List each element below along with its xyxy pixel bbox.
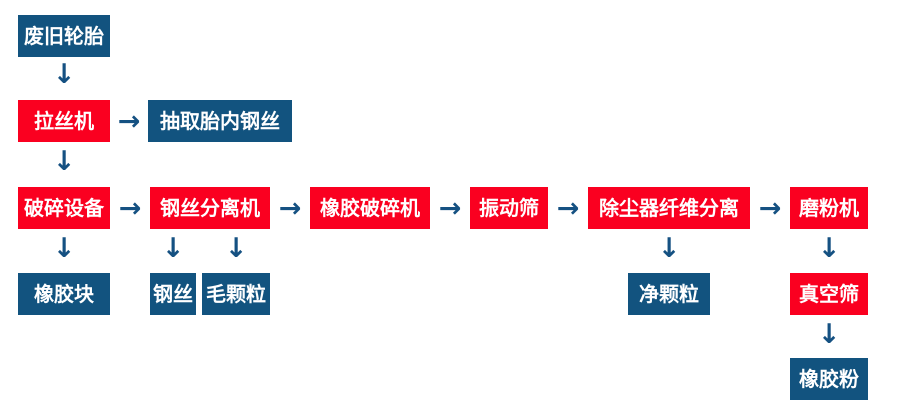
arrow-down-icon: ↓ xyxy=(817,232,841,264)
flow-node-n13[interactable]: 净颗粒 xyxy=(628,273,710,315)
arrow-down-icon: ↓ xyxy=(161,232,185,264)
arrow-right-icon: → xyxy=(118,192,142,224)
flow-node-n7[interactable]: 振动筛 xyxy=(470,187,548,229)
arrow-right-icon: → xyxy=(117,105,141,137)
flow-node-n15[interactable]: 橡胶粉 xyxy=(790,358,868,400)
flow-node-n4[interactable]: 破碎设备 xyxy=(18,187,110,229)
flow-node-n1[interactable]: 废旧轮胎 xyxy=(18,15,110,57)
flow-node-n11[interactable]: 钢丝 xyxy=(150,273,196,315)
arrow-right-icon: → xyxy=(278,192,302,224)
arrow-down-icon: ↓ xyxy=(52,232,76,264)
flow-node-n8[interactable]: 除尘器纤维分离 xyxy=(588,187,750,229)
flow-node-n2[interactable]: 拉丝机 xyxy=(18,100,110,142)
flow-node-n6[interactable]: 橡胶破碎机 xyxy=(310,187,430,229)
arrow-right-icon: → xyxy=(556,192,580,224)
arrow-down-icon: ↓ xyxy=(657,232,681,264)
flow-node-n3[interactable]: 抽取胎内钢丝 xyxy=(148,100,292,142)
flow-node-n9[interactable]: 磨粉机 xyxy=(790,187,868,229)
flow-node-n14[interactable]: 真空筛 xyxy=(790,273,868,315)
arrow-down-icon: ↓ xyxy=(52,145,76,177)
arrow-right-icon: → xyxy=(438,192,462,224)
arrow-right-icon: → xyxy=(758,192,782,224)
flow-node-n12[interactable]: 毛颗粒 xyxy=(202,273,270,315)
arrow-down-icon: ↓ xyxy=(817,318,841,350)
arrow-down-icon: ↓ xyxy=(224,232,248,264)
flow-node-n10[interactable]: 橡胶块 xyxy=(18,273,110,315)
flow-node-n5[interactable]: 钢丝分离机 xyxy=(150,187,270,229)
arrow-down-icon: ↓ xyxy=(52,58,76,90)
